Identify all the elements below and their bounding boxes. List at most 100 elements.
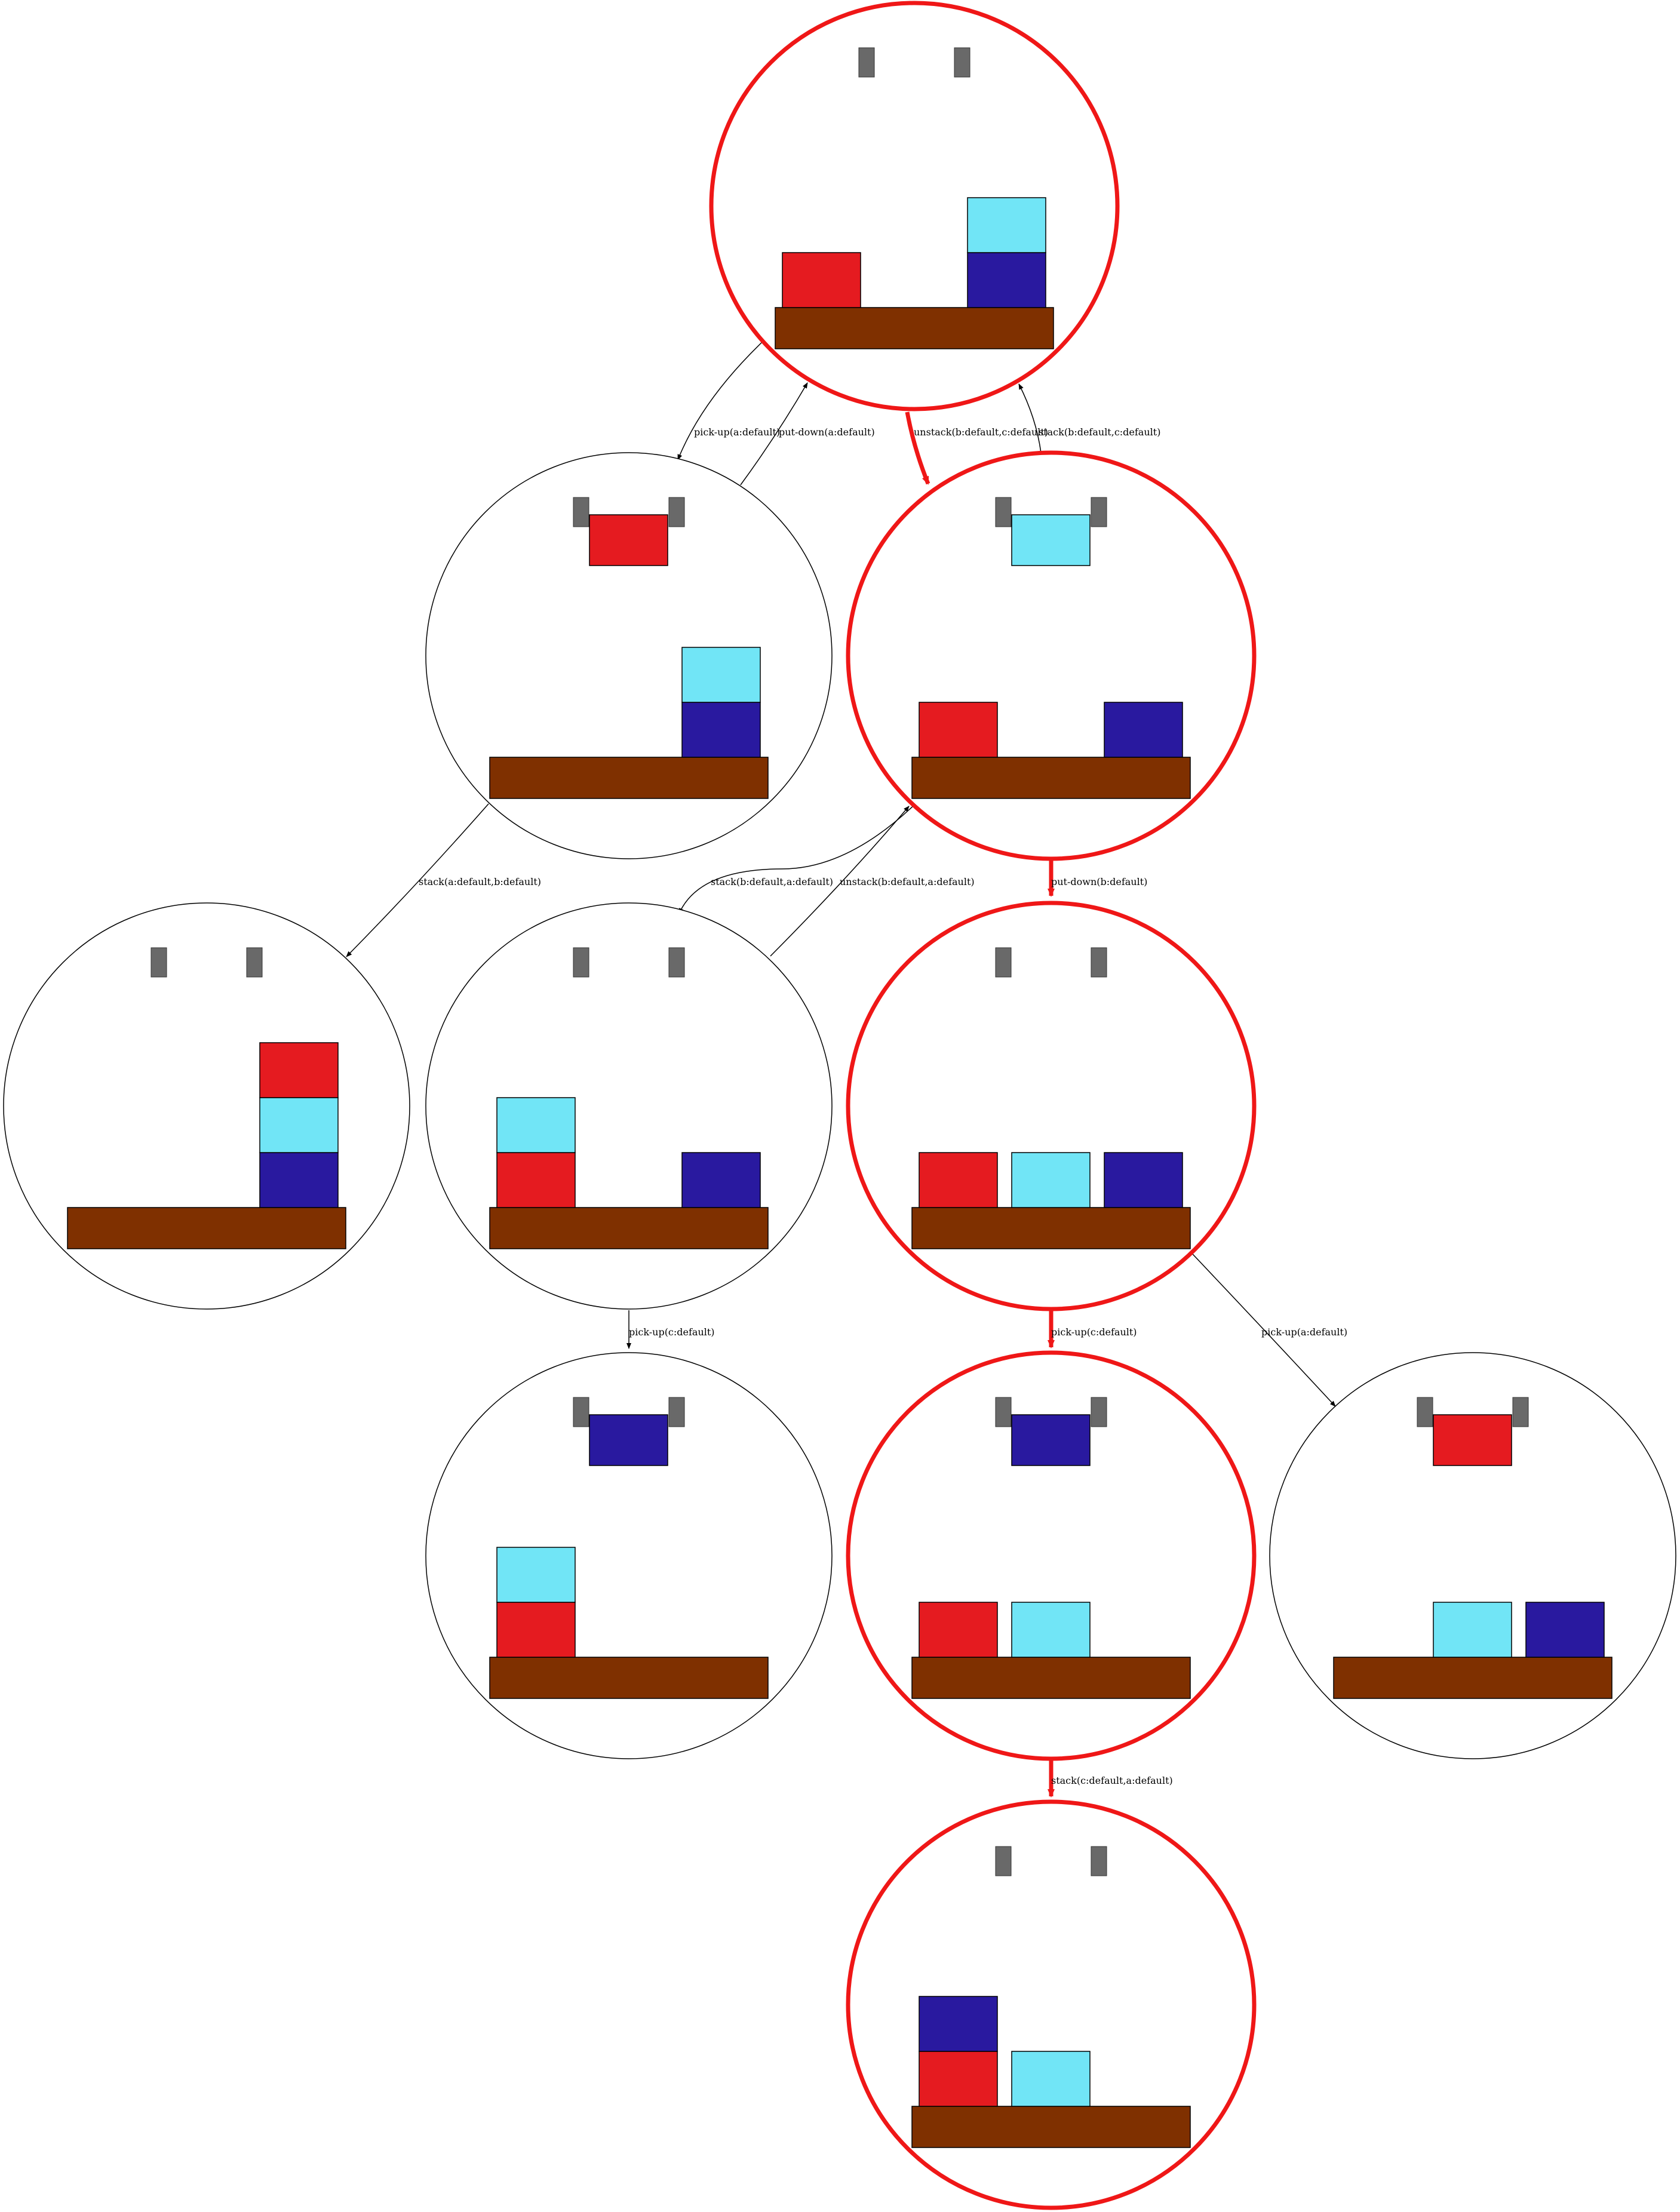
state-node [425,902,833,1310]
table [775,307,1054,349]
table [911,2106,1191,2148]
table [911,1657,1191,1699]
block-a [782,252,861,308]
gripper-right [246,947,263,978]
state-node [846,901,1257,1311]
gripper-right [954,47,970,78]
gripper-left [995,1397,1012,1427]
gripper-left [573,497,589,527]
edge-label: pick-up(c:default) [1051,1326,1137,1338]
edge-pick-up-a-s0-s1: pick-up(a:default) [677,340,780,460]
edge-stack-b-c-s2-s0: stack(b:default,c:default) [1018,383,1160,453]
gripper-right [1091,497,1107,527]
state-node [3,902,410,1310]
block-c [1011,2051,1091,2107]
gripper-left [573,947,589,978]
state-node [425,452,833,859]
edge-unstack-b-a-s4-s2: unstack(b:default,a:default) [770,806,975,957]
edge-stack-a-b-s1-s3: stack(a:default,b:default) [346,803,541,957]
edge-label: unstack(b:default,c:default) [914,426,1048,438]
edge-path [1018,383,1042,453]
edges: pick-up(a:default) put-down(a:default) u… [346,340,1347,1798]
edge-path [346,803,489,957]
block-c [1011,1602,1091,1658]
block-a [919,702,998,758]
block-b [919,1996,998,2052]
block-b [259,1152,339,1208]
state-node [709,1,1120,411]
gripper-right [668,1397,685,1427]
block-c [1011,1152,1091,1208]
gripper-right [1091,1397,1107,1427]
state-node [846,1350,1257,1761]
edge-label: put-down(a:default) [779,426,875,438]
state-node [1269,1352,1676,1759]
block-b [967,252,1046,308]
edge-path [1192,1254,1336,1407]
block-a [496,1152,576,1208]
edge-stack-b-a-s2-s4: stack(b:default,a:default) [678,801,918,914]
table [489,757,769,799]
edge-label: stack(c:default,a:default) [1051,1775,1173,1786]
edge-pick-up-a-s5-s8: pick-up(a:default) [1192,1254,1347,1407]
block-c [259,1097,339,1153]
gripper-left [573,1397,589,1427]
edge-put-down-a-s1-s0: put-down(a:default) [740,382,875,486]
table [911,757,1191,799]
edge-path [677,340,764,460]
table [489,1207,769,1249]
edge-unstack-b-c-s0-s2: unstack(b:default,c:default) [905,411,1048,485]
edge-label: pick-up(c:default) [629,1326,715,1338]
block-a [919,1602,998,1658]
block-c [496,1547,576,1603]
state-nodes [3,1,1676,2210]
edge-label: pick-up(a:default) [1261,1326,1347,1338]
edge-label: stack(b:default,c:default) [1039,426,1160,438]
held-block-b [1011,1414,1091,1466]
edge-path [905,411,930,485]
gripper-right [1512,1397,1529,1427]
block-c [1433,1602,1512,1658]
block-b [681,1152,761,1208]
state-node [846,450,1257,861]
edge-stack-c-a-s7-s9: stack(c:default,a:default) [1048,1760,1173,1798]
gripper-left [858,47,875,78]
gripper-right [668,947,685,978]
gripper-left [995,1846,1012,1876]
table [489,1657,769,1699]
edge-label: pick-up(a:default) [694,426,780,438]
held-block-a [1433,1414,1512,1466]
gripper-left [1417,1397,1433,1427]
block-b [1104,1152,1183,1208]
edge-label: put-down(b:default) [1051,876,1147,887]
edge-path [740,382,808,486]
gripper-left [995,497,1012,527]
edge-pick-up-c-s4-s6: pick-up(c:default) [626,1310,715,1349]
edge-label: stack(a:default,b:default) [419,876,541,887]
block-c [967,197,1046,253]
edge-path [770,806,910,957]
edge-path [678,801,918,914]
held-block-a [589,514,668,566]
table [911,1207,1191,1249]
edge-label: stack(b:default,a:default) [711,876,833,887]
state-node [425,1352,833,1759]
block-c [681,647,761,703]
state-node [846,1799,1257,2210]
held-block-b [589,1414,668,1466]
gripper-left [151,947,167,978]
block-a [919,2051,998,2107]
block-a [496,1602,576,1658]
block-b [1104,702,1183,758]
block-a [259,1042,339,1098]
table [1333,1657,1613,1699]
gripper-left [995,947,1012,978]
gripper-right [1091,1846,1107,1876]
block-b [681,702,761,758]
block-b [1525,1602,1605,1658]
held-block-c [1011,514,1091,566]
edge-put-down-b-s2-s5: put-down(b:default) [1048,859,1147,897]
block-a [919,1152,998,1208]
gripper-right [1091,947,1107,978]
